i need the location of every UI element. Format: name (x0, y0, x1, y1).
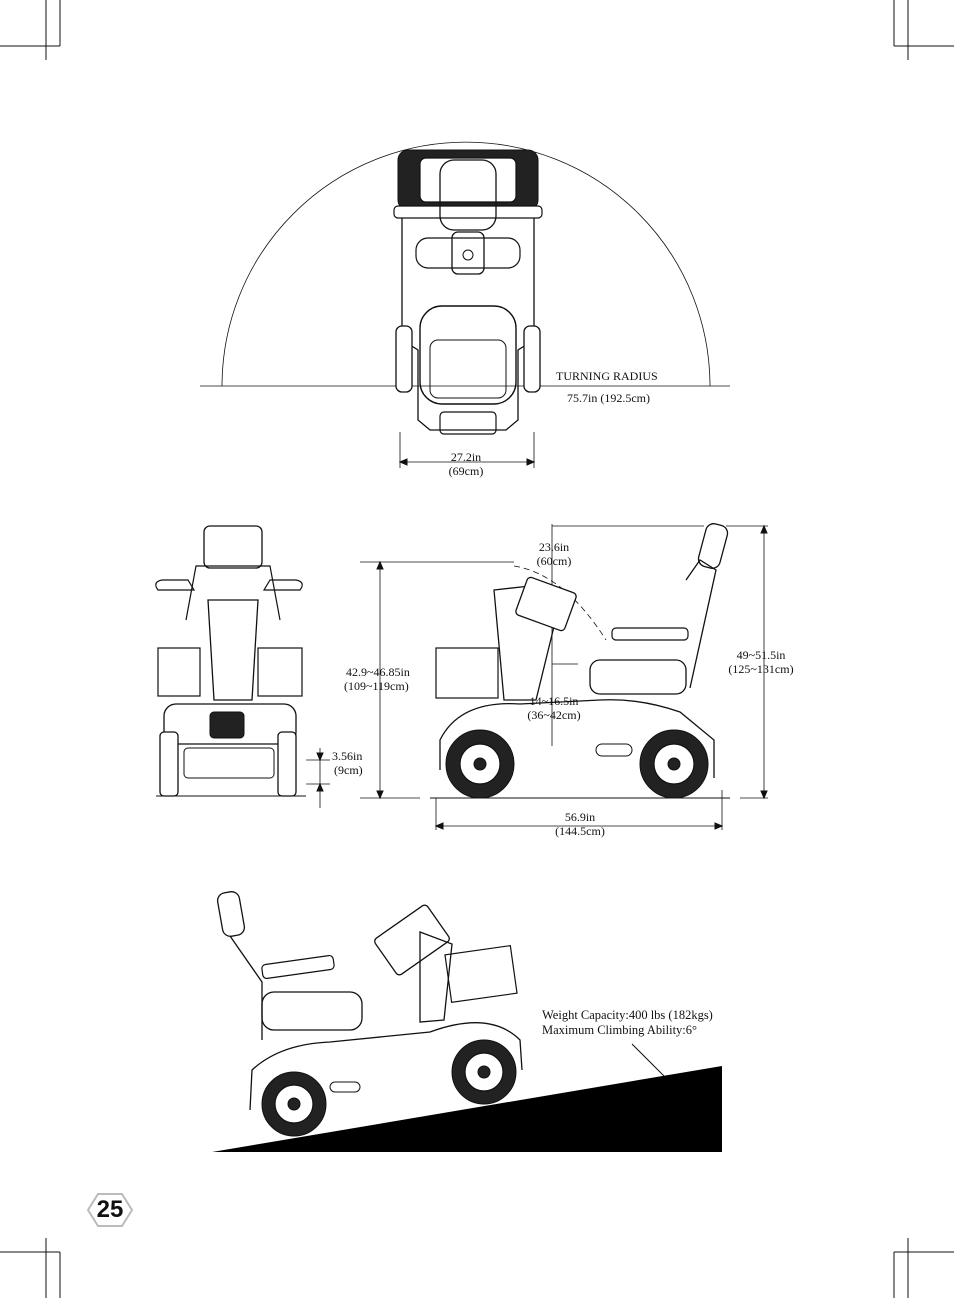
total-height-in-label: 49~51.5in (736, 648, 786, 662)
width-cm-label: (69cm) (448, 464, 484, 478)
ground-clearance-in-label: 3.56in (332, 749, 363, 763)
length-in-label: 56.9in (564, 810, 596, 824)
page-number-badge (86, 1193, 134, 1227)
seat-height-in-label: 14~16.5in (529, 694, 579, 708)
seat-height-cm-label: (36~42cm) (527, 708, 581, 722)
front-view-drawing (155, 525, 330, 808)
turning-radius-value: 75.7in (192.5cm) (567, 391, 650, 405)
tiller-length-cm-label: (60cm) (536, 554, 572, 568)
total-height-cm-label: (125~131cm) (728, 662, 794, 676)
weight-capacity-text: Weight Capacity:400 lbs (182kgs) (542, 1008, 713, 1022)
turning-radius-title: TURNING RADIUS (556, 369, 658, 383)
height-folded-in-label: 42.9~46.85in (346, 665, 410, 679)
page-number-text: 25 (96, 1196, 124, 1223)
incline-view-drawing (212, 891, 722, 1152)
top-view-drawing (200, 141, 730, 468)
length-cm-label: (144.5cm) (555, 824, 605, 838)
ground-clearance-cm-label: (9cm) (334, 763, 363, 777)
climbing-ability-text: Maximum Climbing Ability:6° (542, 1023, 698, 1037)
side-view-drawing (360, 523, 768, 830)
tiller-length-in-label: 23.6in (538, 540, 570, 554)
width-in-label: 27.2in (450, 450, 482, 464)
height-folded-cm-label: (109~119cm) (344, 679, 409, 693)
page-number: 25 (88, 1190, 132, 1230)
